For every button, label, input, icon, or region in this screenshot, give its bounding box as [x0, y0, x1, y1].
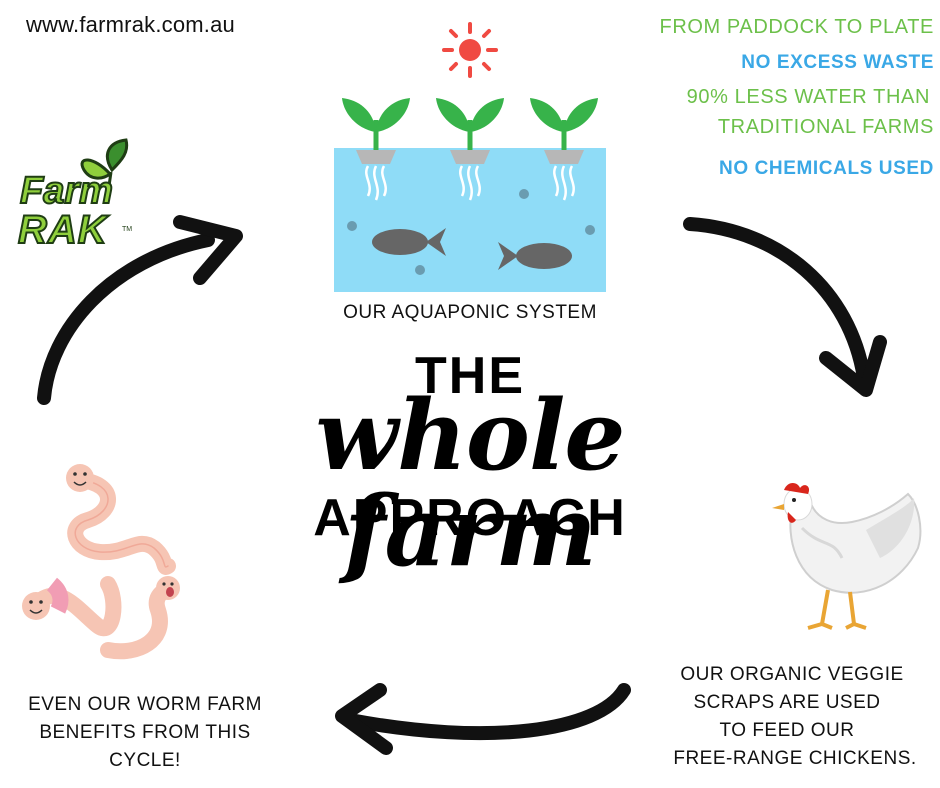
- chicken-caption-line2: SCRAPS ARE USED: [693, 692, 881, 713]
- aquaponic-illustration: [334, 92, 606, 292]
- title-approach: APPROACH: [313, 489, 627, 547]
- worm-icon: [18, 460, 188, 670]
- aquaponic-caption: OUR AQUAPONIC SYSTEM: [343, 302, 597, 323]
- plant-icon: [436, 98, 504, 201]
- benefit-waste: NO EXCESS WASTE: [741, 52, 934, 73]
- benefit-water-line2: TRADITIONAL FARMS: [717, 116, 934, 138]
- chicken-caption-line3: TO FEED OUR: [719, 720, 855, 741]
- benefit-paddock: FROM PADDOCK TO PLATE: [659, 16, 934, 38]
- farmrak-logo: Farm RAK TM: [14, 130, 154, 260]
- fish-icon: [372, 228, 446, 256]
- arrow-icon: [328, 680, 648, 760]
- benefit-chemicals: NO CHEMICALS USED: [719, 158, 934, 179]
- site-url[interactable]: www.farmrak.com.au: [26, 12, 235, 37]
- logo-farm: Farm: [19, 169, 114, 213]
- arrow-icon: [680, 210, 890, 400]
- chicken-caption-line4: FREE-RANGE CHICKENS.: [673, 748, 917, 769]
- chicken-icon: [762, 478, 932, 638]
- sun-icon: [440, 22, 500, 78]
- chicken-caption-line1: OUR ORGANIC VEGGIE: [680, 664, 904, 685]
- plant-icon: [342, 98, 410, 201]
- arrow-icon: [30, 215, 250, 410]
- fish-icon: [498, 242, 572, 270]
- logo-rak: RAK: [17, 207, 108, 253]
- leaf-icon: [80, 138, 129, 187]
- title-the: THE: [415, 347, 525, 405]
- benefit-water-line1: 90% LESS WATER THAN: [686, 86, 930, 108]
- worm-caption-line2: BENEFITS FROM THIS: [39, 722, 251, 743]
- logo-tm: TM: [122, 226, 133, 233]
- worm-caption-line1: EVEN OUR WORM FARM: [28, 694, 262, 715]
- title-script: whole farm: [315, 379, 625, 588]
- plant-icon: [530, 98, 598, 201]
- worm-caption-line3: CYCLE!: [109, 750, 181, 771]
